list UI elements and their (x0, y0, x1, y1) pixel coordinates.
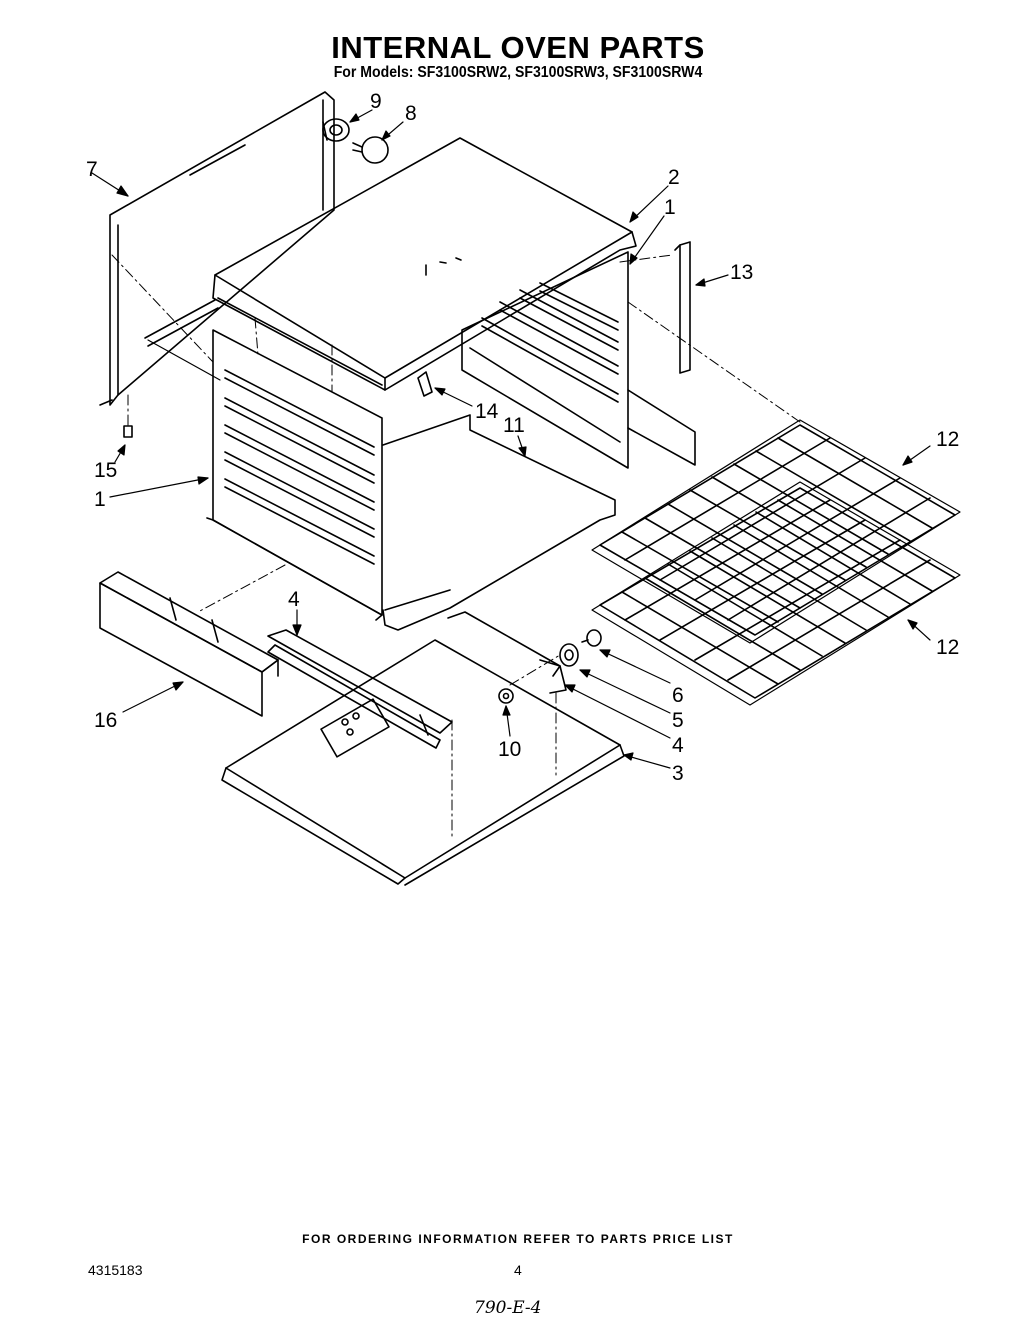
nut (498, 688, 514, 704)
light-bulb (352, 136, 389, 164)
callout-14: 14 (475, 400, 499, 423)
left-side-panel (147, 297, 383, 621)
assembly-lines (111, 254, 801, 839)
models-subtitle: For Models: SF3100SRW2, SF3100SRW3, SF31… (333, 64, 703, 81)
callout-4-right: 4 (672, 734, 684, 757)
rear-panel (99, 91, 335, 406)
oven-rack-lower (591, 481, 961, 706)
callout-4-left: 4 (288, 588, 300, 611)
callout-11: 11 (503, 414, 525, 437)
callout-1-left: 1 (94, 488, 106, 511)
callout-10: 10 (498, 738, 521, 761)
callout-2: 2 (668, 166, 680, 189)
handwritten-note: 790-E-4 (474, 1298, 542, 1318)
vent-trim (674, 241, 691, 374)
callout-5: 5 (672, 709, 684, 732)
document-number: 4315183 (88, 1262, 143, 1278)
clip (123, 425, 133, 438)
right-side-panel (461, 251, 696, 469)
callout-6: 6 (672, 684, 684, 707)
callout-3: 3 (672, 762, 684, 785)
callout-15: 15 (94, 459, 117, 482)
callout-7: 7 (86, 158, 98, 181)
ordering-note: FOR ORDERING INFORMATION REFER TO PARTS … (302, 1232, 734, 1246)
leader-lines (91, 109, 931, 769)
roller-wheel (559, 643, 579, 667)
right-rail (447, 611, 567, 694)
callout-13: 13 (730, 261, 753, 284)
callout-1-right: 1 (664, 196, 676, 219)
left-rail (267, 629, 453, 749)
callout-12-lower: 12 (936, 636, 959, 659)
callout-9: 9 (370, 90, 382, 113)
callout-8: 8 (405, 102, 417, 125)
callout-16: 16 (94, 709, 117, 732)
oven-bottom-liner (382, 414, 616, 631)
oven-top-panel (212, 137, 637, 391)
front-vent-channel (99, 571, 279, 717)
callout-12-upper: 12 (936, 428, 959, 451)
shoulder-bolt (581, 629, 602, 647)
page-title: INTERNAL OVEN PARTS (331, 30, 705, 65)
bracket (417, 371, 433, 397)
page-number: 4 (514, 1262, 522, 1278)
lamp-socket (322, 118, 350, 142)
bottom-frame (221, 639, 625, 886)
